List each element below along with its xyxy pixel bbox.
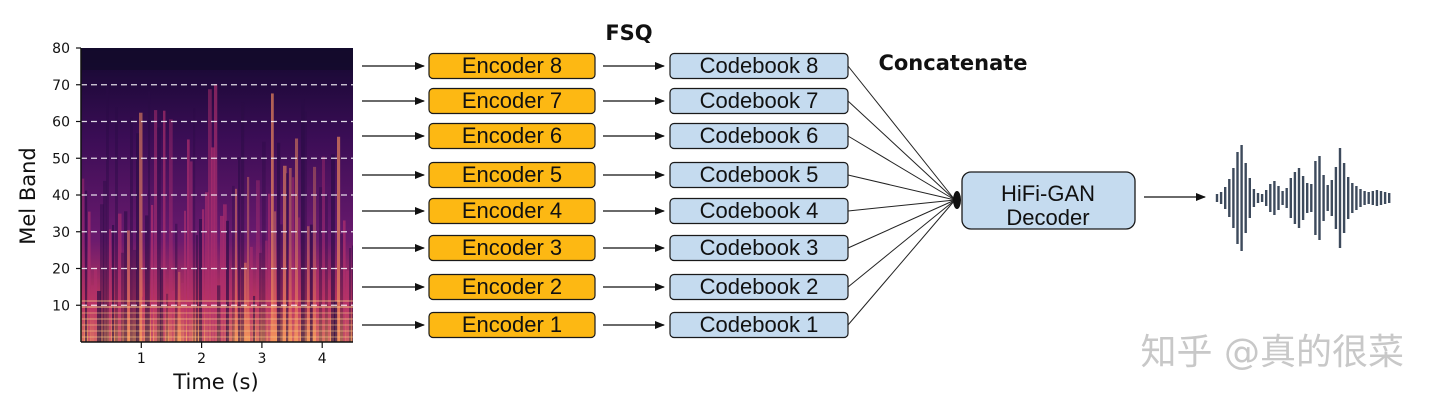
watermark-text: 知乎 @真的很菜 xyxy=(1141,332,1404,373)
encoder-label: Encoder 3 xyxy=(462,235,562,260)
concat-line xyxy=(847,199,956,249)
hifi-gan-decoder: HiFi-GAN Decoder xyxy=(961,171,1136,230)
row-4: Encoder 4 Codebook 4 xyxy=(362,197,956,225)
encoder-label: Encoder 1 xyxy=(462,312,562,337)
x-axis-ticks: 1 2 3 4 xyxy=(137,342,327,367)
x-tick-label: 4 xyxy=(318,351,327,367)
decoder-label-line2: Decoder xyxy=(1006,205,1089,230)
encoder-box xyxy=(428,52,596,80)
encoder-label: Encoder 4 xyxy=(462,198,562,223)
concat-line xyxy=(847,135,956,201)
concatenate-junction xyxy=(953,191,961,209)
concat-line xyxy=(847,65,956,201)
y-tick-label: 30 xyxy=(52,225,70,241)
codebook-label: Codebook 1 xyxy=(700,312,819,337)
concat-line xyxy=(847,174,956,201)
row-3: Encoder 3 Codebook 3 xyxy=(362,199,956,262)
x-tick-label: 1 xyxy=(137,351,146,367)
y-tick-label: 10 xyxy=(52,298,70,314)
decoder-box xyxy=(961,171,1136,230)
x-axis-title: Time (s) xyxy=(172,370,258,394)
encoder-box xyxy=(428,87,596,115)
spectrogram-gridlines xyxy=(81,84,353,306)
row-7: Encoder 7 Codebook 7 xyxy=(362,87,956,201)
row-5: Encoder 5 Codebook 5 xyxy=(362,161,956,201)
decoder-label-line1: HiFi-GAN xyxy=(1001,181,1095,206)
encoder-label: Encoder 5 xyxy=(462,162,562,187)
encoder-box xyxy=(428,234,596,262)
y-tick-label: 50 xyxy=(52,151,70,167)
encoder-label: Encoder 2 xyxy=(462,274,562,299)
mel-spectrogram: 10 20 30 40 50 60 70 80 1 2 3 4 Mel Band Time (s) xyxy=(16,41,353,394)
concatenate-label: Concatenate xyxy=(878,51,1027,75)
concat-line xyxy=(847,199,956,212)
codebook-label: Codebook 4 xyxy=(700,198,819,223)
y-tick-label: 80 xyxy=(52,41,70,57)
concat-line xyxy=(847,100,956,201)
y-tick-label: 20 xyxy=(52,262,70,278)
encoder-box xyxy=(428,197,596,225)
row-6: Encoder 6 Codebook 6 xyxy=(362,122,956,201)
encoder-label: Encoder 6 xyxy=(462,123,562,148)
y-tick-label: 70 xyxy=(52,78,70,94)
row-2: Encoder 2 Codebook 2 xyxy=(362,199,956,301)
concat-line xyxy=(847,199,956,326)
x-tick-label: 2 xyxy=(197,351,206,367)
y-axis-ticks: 10 20 30 40 50 60 70 80 xyxy=(52,41,81,314)
codebook-label: Codebook 3 xyxy=(700,235,819,260)
row-1: Encoder 1 Codebook 1 xyxy=(362,199,956,339)
spectrogram-texture xyxy=(81,48,353,342)
encoder-box xyxy=(428,161,596,189)
output-waveform-icon xyxy=(1215,145,1391,251)
codebook-label: Codebook 8 xyxy=(700,53,819,78)
fsq-label: FSQ xyxy=(605,21,652,45)
concat-line xyxy=(847,199,956,288)
x-tick-label: 3 xyxy=(257,351,266,367)
codebook-label: Codebook 5 xyxy=(700,162,819,187)
row-8: Encoder 8 Codebook 8 xyxy=(362,52,956,201)
y-axis-title: Mel Band xyxy=(16,147,40,244)
codebook-label: Codebook 6 xyxy=(700,123,819,148)
codebook-label: Codebook 2 xyxy=(700,274,819,299)
encoder-box xyxy=(428,122,596,150)
encoder-label: Encoder 8 xyxy=(462,53,562,78)
encoder-box xyxy=(428,311,596,339)
y-tick-label: 40 xyxy=(52,188,70,204)
y-tick-label: 60 xyxy=(52,115,70,131)
encoder-box xyxy=(428,273,596,301)
codebook-label: Codebook 7 xyxy=(700,88,819,113)
encoder-label: Encoder 7 xyxy=(462,88,562,113)
